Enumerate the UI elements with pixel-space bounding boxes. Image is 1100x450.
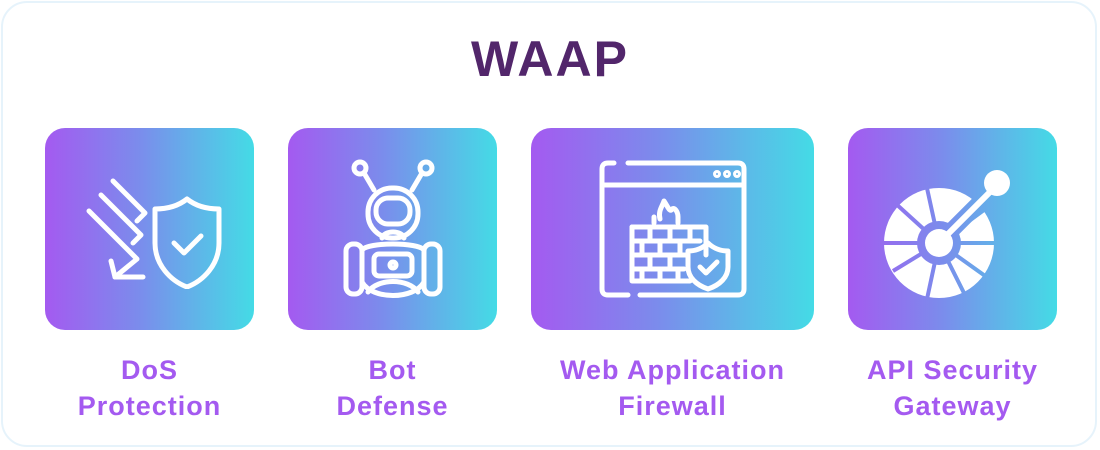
page-title: WAAP: [471, 31, 629, 87]
web-application-firewall-label: Web Application Firewall: [531, 352, 814, 424]
label-line2: Gateway: [893, 391, 1012, 421]
label-line1: Bot: [368, 355, 417, 385]
dos-protection-label: DoS Protection: [45, 352, 254, 424]
label-line1: Web Application: [559, 355, 785, 385]
label-line2: Protection: [77, 391, 222, 421]
bot-defense-label: Bot Defense: [288, 352, 497, 424]
bot-defense-card: [288, 128, 497, 330]
label-line1: API Security: [866, 355, 1039, 385]
api-security-gateway-card: [848, 128, 1057, 330]
api-gateway-icon: [883, 170, 1010, 298]
api-security-gateway-label: API Security Gateway: [848, 352, 1057, 424]
web-application-firewall-card: [531, 128, 814, 330]
label-line2: Defense: [336, 391, 449, 421]
dos-shield-icon: [86, 178, 221, 289]
label-line2: Firewall: [618, 391, 727, 421]
label-line1: DoS: [121, 355, 178, 385]
browser-firewall-icon: [599, 160, 746, 298]
robot-icon: [343, 159, 442, 298]
dos-protection-card: [45, 128, 254, 330]
